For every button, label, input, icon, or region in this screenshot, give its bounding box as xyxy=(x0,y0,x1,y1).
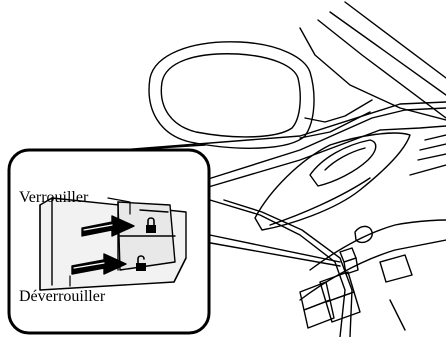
unlock-label: Déverrouiller xyxy=(19,289,105,305)
air-vent xyxy=(410,135,446,175)
lock-label: Verrouiller xyxy=(19,190,88,206)
lock-switch-detail xyxy=(40,198,186,290)
leader-line xyxy=(205,234,340,262)
switch-panel xyxy=(300,220,446,328)
leader-line-2 xyxy=(205,242,340,266)
